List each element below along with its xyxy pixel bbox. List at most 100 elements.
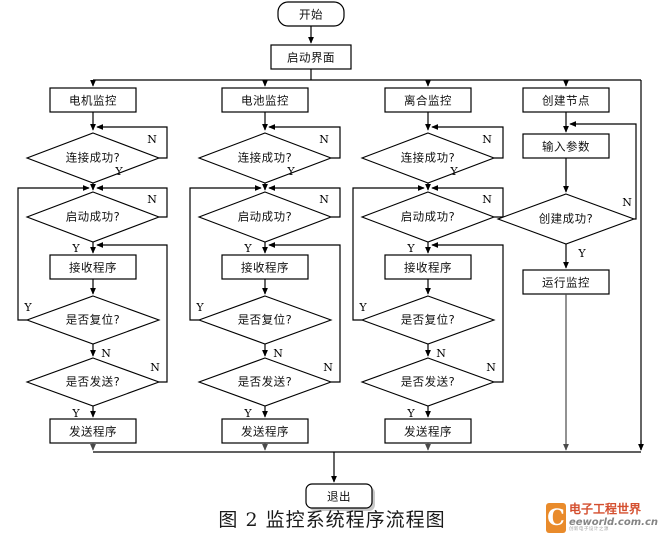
edge-c3-startup-no-loop — [431, 185, 504, 218]
label-c1-startup-yes: Y — [71, 242, 80, 255]
node-c2-send-proc-label: 发送程序 — [241, 425, 289, 439]
node-c3-connect-q: 连接成功? — [360, 132, 496, 184]
label-c4-create-yes: Y — [577, 247, 586, 260]
node-c3-send-proc: 发送程序 — [384, 418, 472, 444]
node-c2-connect-q: 连接成功? — [197, 132, 333, 184]
node-splash-label: 启动界面 — [287, 51, 335, 65]
node-c1-startup-q-label: 启动成功? — [66, 210, 121, 224]
column-clutch: 离合监控 连接成功? N Y 启动成功? N Y 接收程序 是否复位? Y N — [352, 87, 504, 451]
node-c3-recv: 接收程序 — [384, 254, 472, 280]
label-c3-send-no: N — [486, 361, 496, 374]
edge-c1-startup-no-loop — [96, 185, 168, 218]
node-c1-connect-q-label: 连接成功? — [66, 151, 121, 165]
edge-c3-reset-yes-loop — [352, 185, 425, 321]
label-c2-send-yes: Y — [243, 407, 252, 420]
node-c2-connect-q-label: 连接成功? — [238, 151, 293, 165]
node-splash: 启动界面 — [270, 44, 352, 70]
label-c3-connect-yes: Y — [449, 165, 458, 178]
edge-c4-create-no-loop — [569, 121, 637, 220]
node-c1-startup-q: 启动成功? — [25, 191, 161, 243]
label-c1-connect-no: N — [147, 133, 157, 146]
node-c4-create-q: 创建成功? — [496, 193, 636, 245]
label-c4-create-no: N — [622, 196, 632, 209]
node-c2-startup-q-label: 启动成功? — [238, 210, 293, 224]
node-exit-label: 退出 — [327, 490, 351, 504]
label-c2-send-no: N — [323, 361, 333, 374]
node-c1-send-q: 是否发送? — [25, 357, 161, 407]
node-c1-reset-q-label: 是否复位? — [66, 313, 121, 327]
node-c3-reset-q: 是否复位? — [360, 295, 496, 345]
label-c1-send-no: N — [150, 361, 160, 374]
node-c2-reset-q: 是否复位? — [197, 295, 333, 345]
label-c3-reset-yes: Y — [358, 301, 367, 314]
node-c1-send-q-label: 是否发送? — [66, 375, 121, 389]
watermark: C 电子工程世界 eeworld.com.cn 创新电子设计之源 — [546, 500, 658, 536]
label-c3-send-yes: Y — [406, 407, 415, 420]
node-c2-send-q: 是否发送? — [197, 357, 333, 407]
node-c2-recv: 接收程序 — [221, 254, 309, 280]
label-c2-startup-yes: Y — [243, 242, 252, 255]
watermark-logo-icon: C — [546, 503, 566, 533]
label-c2-reset-yes: Y — [195, 301, 204, 314]
watermark-text: 电子工程世界 eeworld.com.cn 创新电子设计之源 — [569, 503, 658, 532]
node-col4-head: 创建节点 — [522, 87, 610, 113]
node-c3-startup-q-label: 启动成功? — [401, 210, 456, 224]
watermark-english: eeworld.com.cn — [568, 516, 658, 528]
edge-c2-reset-yes-loop — [189, 185, 262, 321]
node-col1-head-label: 电机监控 — [69, 94, 117, 108]
node-c3-reset-q-label: 是否复位? — [401, 313, 456, 327]
node-c2-send-proc: 发送程序 — [221, 418, 309, 444]
label-c2-reset-no: N — [273, 347, 283, 360]
label-c3-startup-yes: Y — [406, 242, 415, 255]
node-c4-input-params-label: 输入参数 — [542, 140, 590, 154]
label-c3-startup-no: N — [482, 193, 492, 206]
figure-caption: 图 2 监控系统程序流程图 — [218, 509, 446, 531]
node-c4-run-monitor: 运行监控 — [522, 269, 610, 295]
edge-c2-connect-no-loop — [268, 124, 341, 159]
node-c3-connect-q-label: 连接成功? — [401, 151, 456, 165]
node-c3-send-proc-label: 发送程序 — [404, 425, 452, 439]
node-c3-startup-q: 启动成功? — [360, 191, 496, 243]
node-start-label: 开始 — [299, 8, 323, 22]
node-c3-send-q-label: 是否发送? — [401, 375, 456, 389]
node-c1-reset-q: 是否复位? — [25, 295, 161, 345]
node-c2-recv-label: 接收程序 — [241, 261, 289, 275]
node-col2-head-label: 电池监控 — [241, 94, 289, 108]
watermark-tagline: 创新电子设计之源 — [568, 526, 609, 532]
label-c2-connect-no: N — [319, 133, 329, 146]
column-motor: 电机监控 连接成功? N Y 启动成功? N Y 接收程序 是否复位? — [17, 87, 168, 451]
edge-c1-connect-no-loop — [96, 124, 168, 159]
label-c1-startup-no: N — [147, 193, 157, 206]
node-c3-send-q: 是否发送? — [360, 357, 496, 407]
node-c1-recv-label: 接收程序 — [69, 261, 117, 275]
node-col2-head: 电池监控 — [221, 87, 309, 113]
node-c2-send-q-label: 是否发送? — [238, 375, 293, 389]
edge-c1-reset-yes-loop — [17, 185, 90, 321]
node-c3-recv-label: 接收程序 — [404, 261, 452, 275]
node-col3-head-label: 离合监控 — [404, 94, 452, 108]
node-c2-reset-q-label: 是否复位? — [238, 313, 293, 327]
node-c2-startup-q: 启动成功? — [197, 191, 333, 243]
edge-c2-send-no-loop — [268, 242, 341, 383]
label-c1-reset-no: N — [101, 347, 111, 360]
column-battery: 电池监控 连接成功? N Y 启动成功? N Y 接收程序 是否复位? Y N — [189, 87, 341, 451]
node-c4-input-params: 输入参数 — [522, 133, 610, 159]
edge-c3-connect-no-loop — [431, 124, 504, 159]
label-c2-connect-yes: Y — [286, 165, 295, 178]
node-c1-send-proc: 发送程序 — [49, 418, 137, 444]
label-c1-reset-yes: Y — [23, 301, 32, 314]
node-col3-head: 离合监控 — [384, 87, 472, 113]
node-c1-send-proc-label: 发送程序 — [69, 425, 117, 439]
edge-c3-send-no-loop — [431, 242, 504, 383]
label-c3-connect-no: N — [482, 133, 492, 146]
node-c1-connect-q: 连接成功? — [25, 132, 161, 184]
edge-c1-send-no-loop — [96, 242, 168, 383]
node-c4-create-q-label: 创建成功? — [539, 212, 594, 226]
node-col1-head: 电机监控 — [49, 87, 137, 113]
watermark-chinese: 电子工程世界 — [568, 502, 641, 517]
node-c4-run-monitor-label: 运行监控 — [542, 276, 590, 290]
label-c1-connect-yes: Y — [114, 165, 123, 178]
label-c1-send-yes: Y — [71, 407, 80, 420]
node-exit: 退出 — [305, 483, 375, 511]
